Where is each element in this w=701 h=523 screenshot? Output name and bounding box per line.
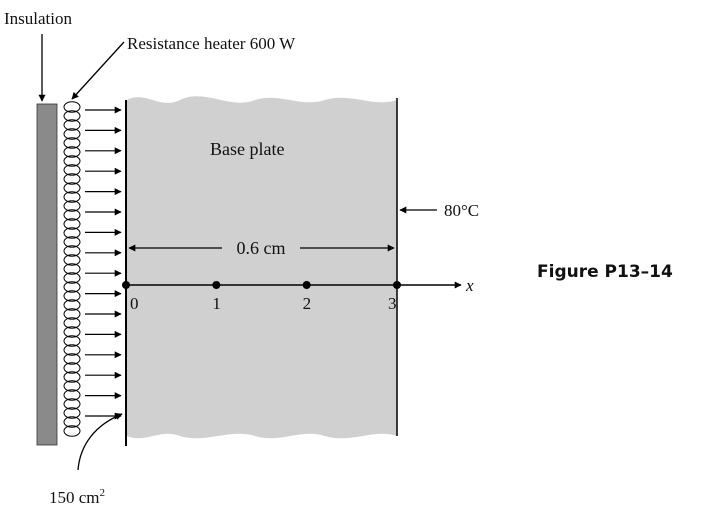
coil-loop bbox=[63, 362, 81, 374]
insulation-bar bbox=[36, 103, 58, 446]
node-dot bbox=[212, 281, 221, 289]
node-label: 0 bbox=[130, 294, 139, 313]
coil-loop bbox=[63, 200, 81, 212]
node-dot bbox=[122, 281, 130, 289]
coil-loop bbox=[63, 389, 81, 401]
coil-loop bbox=[63, 416, 81, 428]
coil-loop bbox=[63, 128, 81, 140]
coil-loop bbox=[63, 245, 81, 257]
coil-loop bbox=[63, 299, 81, 311]
node-label: 2 bbox=[303, 294, 312, 313]
coil-loop bbox=[63, 209, 81, 221]
coil-loop bbox=[63, 335, 81, 347]
coil-loop bbox=[63, 119, 81, 131]
coil-loop bbox=[63, 227, 81, 239]
coil-loop bbox=[63, 164, 81, 176]
coil-loop bbox=[63, 371, 81, 383]
coil-loop bbox=[63, 317, 81, 329]
coil-loop bbox=[63, 191, 81, 203]
coil-loop bbox=[63, 380, 81, 392]
coil-loop bbox=[63, 407, 81, 419]
node-label: 1 bbox=[212, 294, 221, 313]
node-dot bbox=[393, 281, 401, 289]
coil-loop bbox=[63, 236, 81, 248]
coil-loop bbox=[63, 272, 81, 284]
coil-loop bbox=[63, 398, 81, 410]
base-plate-label: Base plate bbox=[210, 139, 284, 159]
coil-loop bbox=[63, 425, 81, 437]
node-label: 3 bbox=[388, 294, 397, 313]
heat-flux-arrows bbox=[85, 106, 122, 420]
coil-loop bbox=[63, 101, 81, 113]
coil-loop bbox=[63, 146, 81, 158]
coil-loop bbox=[63, 344, 81, 356]
coil-loop bbox=[63, 308, 81, 320]
area-pointer-arrow bbox=[77, 413, 123, 471]
node-dot bbox=[302, 281, 311, 289]
coil-loop bbox=[63, 254, 81, 266]
base-plate bbox=[127, 96, 397, 439]
heater-label: Resistance heater 600 W bbox=[127, 34, 296, 53]
coil-loop bbox=[63, 218, 81, 230]
coil-loop bbox=[63, 353, 81, 365]
coil-loop bbox=[63, 110, 81, 122]
surface-temp-label: 80°C bbox=[444, 201, 479, 220]
coil-loop bbox=[63, 137, 81, 149]
coil-loop bbox=[63, 173, 81, 185]
thickness-label: 0.6 cm bbox=[237, 238, 286, 258]
heater-pointer-arrow bbox=[71, 41, 125, 100]
insulation-label: Insulation bbox=[4, 9, 72, 28]
coil-loop bbox=[63, 155, 81, 167]
heater-coils bbox=[63, 101, 81, 437]
area-label: 150 cm2 bbox=[49, 487, 105, 507]
coil-loop bbox=[63, 290, 81, 302]
coil-loop bbox=[63, 263, 81, 275]
x-axis-label: x bbox=[465, 276, 474, 295]
figure-caption: Figure P13–14 bbox=[537, 262, 673, 282]
coil-loop bbox=[63, 326, 81, 338]
coil-loop bbox=[63, 182, 81, 194]
nodes: 0 1 2 3 bbox=[122, 281, 401, 313]
coil-loop bbox=[63, 281, 81, 293]
